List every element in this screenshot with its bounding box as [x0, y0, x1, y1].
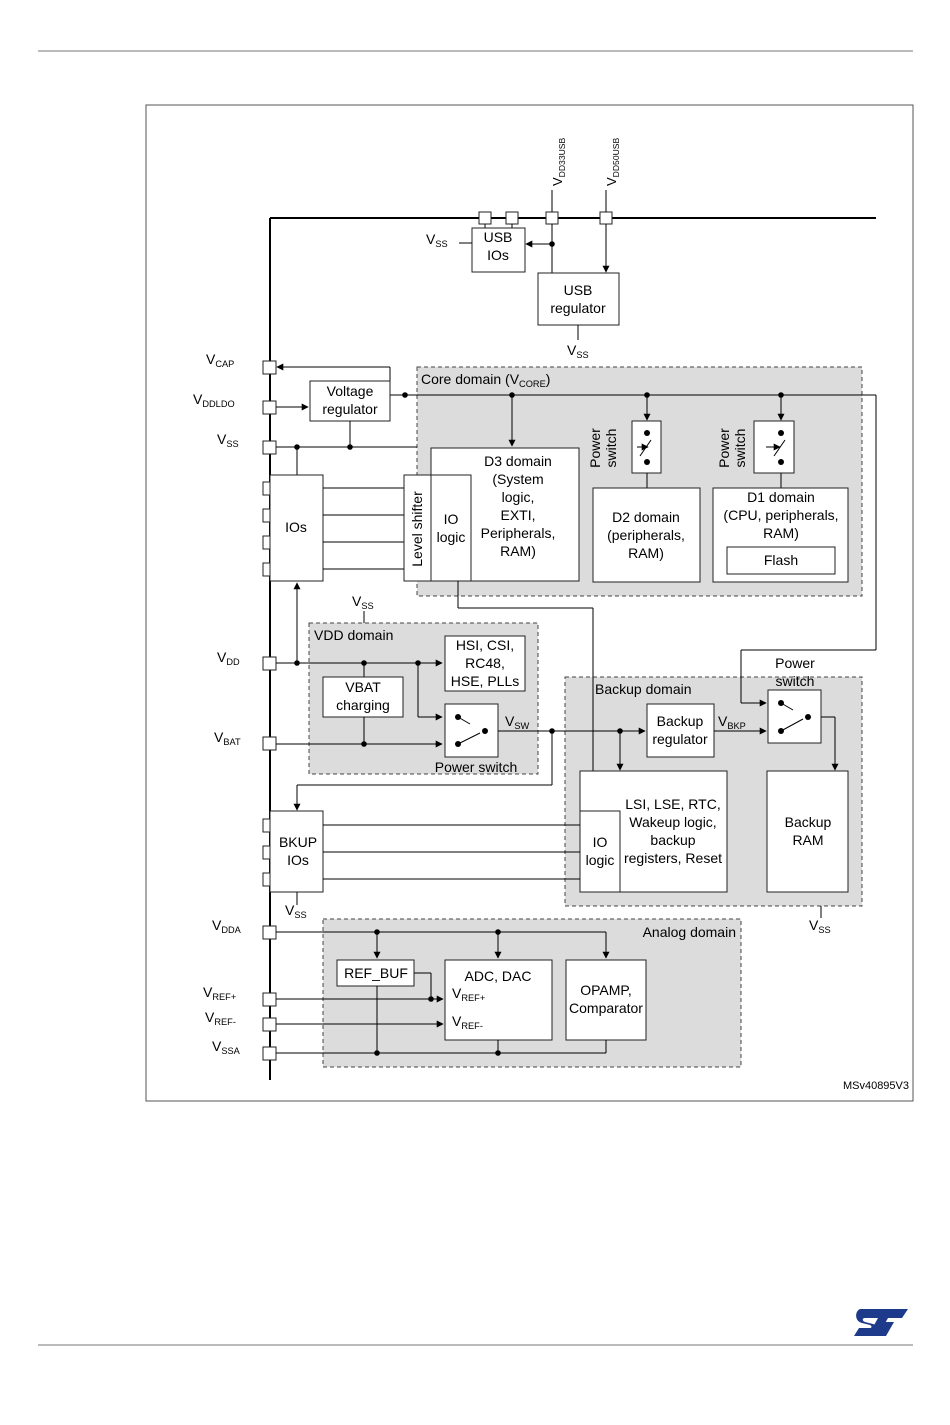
- power-switch-d2-label: Powerswitch: [587, 428, 619, 468]
- flash-block: [726, 546, 836, 575]
- usb-ios-block: [471, 227, 526, 273]
- usb-pad-2: [505, 211, 519, 225]
- vssa-pad: [262, 1046, 277, 1061]
- adc-dac-block: [444, 959, 553, 1041]
- backup-regulator-block: [646, 703, 715, 758]
- oscillators-label: HSI, CSI,RC48,HSE, PLLs: [451, 637, 519, 689]
- figure-reference-label: MSv40895V3: [843, 1080, 909, 1092]
- analog-domain-label: Analog domain: [643, 924, 736, 940]
- vss-core-label: VSS: [217, 431, 239, 449]
- ref-buf-block: [336, 959, 415, 987]
- vbat-label: VBAT: [214, 729, 241, 747]
- vdda-pad: [262, 925, 277, 940]
- vsw-label: VSW: [505, 713, 530, 731]
- vss-usb-regulator-label: VSS: [567, 342, 589, 360]
- figure-frame: [145, 104, 914, 1102]
- vcap-label: VCAP: [206, 351, 234, 369]
- vdd33usb-pad: [545, 211, 559, 225]
- vddldo-pad: [262, 400, 277, 415]
- power-switch-d1-label: Powerswitch: [716, 428, 748, 468]
- vssa-label: VSSA: [212, 1038, 241, 1056]
- vcap-pad: [262, 360, 277, 375]
- usb-regulator-block: [537, 272, 620, 326]
- vref-minus-label: VREF-: [205, 1009, 236, 1027]
- vdda-label: VDDA: [212, 917, 242, 935]
- power-switch-vdd-label: Power switch: [435, 759, 517, 775]
- d2-domain-label: D2 domain(peripherals,RAM): [607, 509, 685, 561]
- level-shifter-label: Level shifter: [409, 491, 425, 567]
- vbkp-label: VBKP: [718, 713, 746, 731]
- adc-dac-label: ADC, DAC: [465, 968, 532, 984]
- power-switch-backup: [767, 689, 822, 744]
- usb-pad-1: [478, 211, 492, 225]
- vss-bkup-label: VSS: [285, 902, 307, 920]
- io-logic-backup-block: [579, 810, 621, 893]
- vdd50usb-label: VDD50USB: [604, 137, 621, 186]
- d2-domain-block: [592, 487, 701, 583]
- opamp-comparator-label: OPAMP,Comparator: [569, 982, 643, 1016]
- adc-vref-plus-label: VREF+: [452, 985, 485, 1003]
- vss-backup-label: VSS: [809, 917, 831, 935]
- voltage-regulator-block: [309, 380, 391, 422]
- power-switch-vdd: [444, 703, 499, 758]
- vdd33usb-label: VDD33USB: [550, 137, 567, 186]
- st-logo-icon: [854, 1309, 908, 1336]
- vbat-charging-block: [322, 676, 404, 718]
- ios-label: IOs: [285, 519, 307, 535]
- vref-plus-label: VREF+: [203, 984, 236, 1002]
- vss-vdd-label: VSS: [352, 593, 374, 611]
- vref-minus-pad: [262, 1017, 277, 1032]
- vdd-domain-label: VDD domain: [314, 627, 393, 643]
- flash-label: Flash: [764, 552, 798, 568]
- vdd50usb-pad: [599, 211, 613, 225]
- oscillators-block: [444, 635, 526, 692]
- backup-ram-block: [766, 770, 849, 893]
- core-domain-label: Core domain (VCORE): [421, 371, 550, 389]
- adc-vref-minus-label: VREF-: [452, 1013, 483, 1031]
- vss-usb-label: VSS: [426, 231, 448, 249]
- io-logic-block: [430, 474, 472, 582]
- vref-plus-pad: [262, 992, 277, 1007]
- d1-domain-label: D1 domain(CPU, peripherals,RAM): [723, 489, 838, 541]
- vss-core-pad: [262, 440, 277, 455]
- vdd-pad: [262, 656, 277, 671]
- vbat-pad: [262, 736, 277, 751]
- diagram-labels: VDD33USB VDD50USB VSS VSS VCAP VDDLDO VSS VSS VD…: [193, 137, 909, 1092]
- vddldo-label: VDDLDO: [193, 391, 235, 409]
- opamp-comparator-block: [565, 959, 647, 1041]
- vdd-label: VDD: [217, 649, 240, 667]
- ios-block: [269, 474, 324, 582]
- ref-buf-label: REF_BUF: [344, 965, 408, 981]
- backup-domain-label: Backup domain: [595, 681, 692, 697]
